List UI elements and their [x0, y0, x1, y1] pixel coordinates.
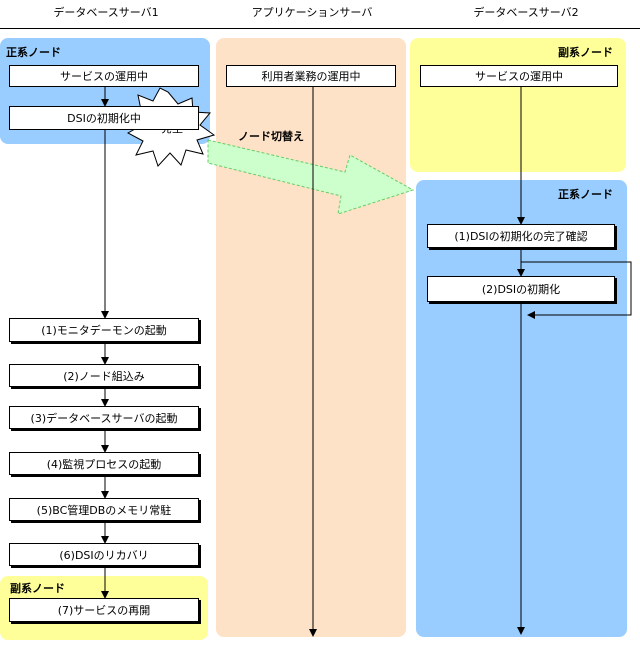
db1-secondary-label: 副系ノード [10, 582, 65, 595]
column-header-db2: データベースサーバ2 [473, 6, 579, 19]
db1-step5-box: (5)BC管理DBのメモリ常駐 [9, 498, 199, 521]
db2-running-box: サービスの運用中 [420, 65, 618, 87]
db1-step2-box: (2)ノード組込み [9, 364, 199, 387]
db1-dsi-init-box: DSIの初期化中 [9, 106, 199, 130]
db1-running-box: サービスの運用中 [9, 65, 199, 87]
db2-secondary-label: 副系ノード [558, 46, 613, 59]
db2-secondary-region [410, 38, 626, 172]
db1-step6-box: (6)DSIのリカバリ [9, 543, 199, 566]
db2-primary-label: 正系ノード [558, 188, 613, 201]
db2-step2-box: (2)DSIの初期化 [427, 276, 615, 302]
db1-primary-label: 正系ノード [6, 46, 61, 59]
switch-label: ノード切替え [238, 130, 304, 143]
app-running-box: 利用者業務の運用中 [226, 65, 396, 87]
arrow-db2-loop [521, 261, 632, 319]
db1-step7-box: (7)サービスの再開 [9, 598, 199, 622]
db1-step1-box: (1)モニタデーモンの起動 [9, 318, 199, 342]
column-header-app: アプリケーションサーバ [251, 6, 373, 19]
header-divider [0, 28, 640, 29]
app-region [216, 38, 406, 637]
column-header-db1: データベースサーバ1 [53, 6, 159, 19]
db2-step1-box: (1)DSIの初期化の完了確認 [427, 224, 615, 248]
db1-step3-box: (3)データベースサーバの起動 [9, 406, 199, 429]
switch-arrow [207, 139, 415, 215]
db1-step4-box: (4)監視プロセスの起動 [9, 452, 199, 475]
